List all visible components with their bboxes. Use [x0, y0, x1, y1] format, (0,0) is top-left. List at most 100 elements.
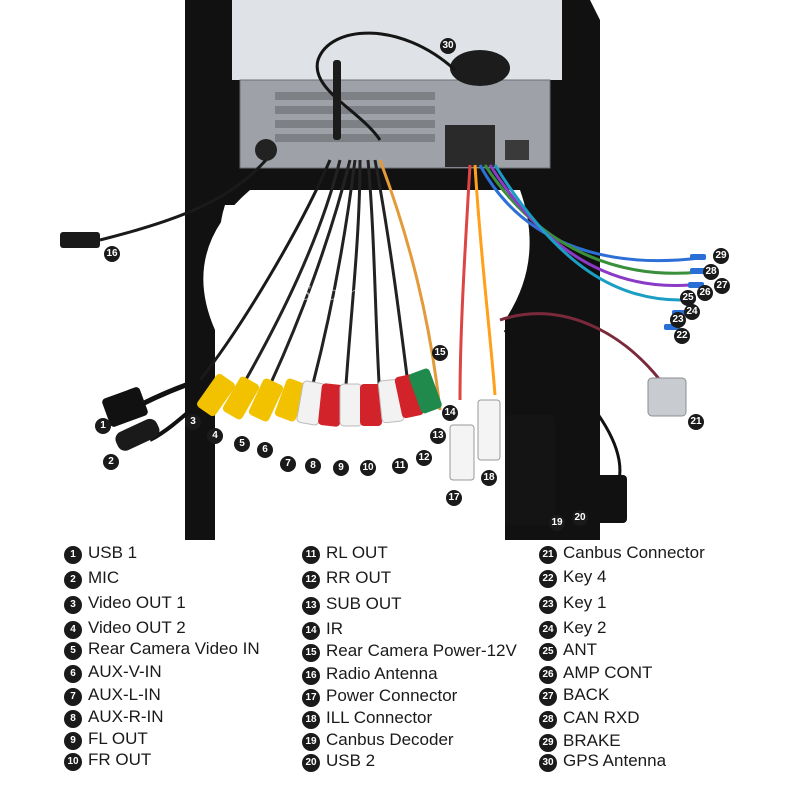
callout-4: 4 [207, 428, 223, 444]
legend-label: BRAKE [563, 731, 621, 750]
legend-label: AUX-V-IN [88, 662, 162, 681]
callout-9: 9 [333, 460, 349, 476]
legend-item-1: 1 USB 1 [64, 543, 137, 564]
legend-label: ANT [563, 640, 597, 659]
legend-number: 8 [64, 710, 82, 728]
legend-number: 4 [64, 621, 82, 639]
callout-10: 10 [360, 460, 376, 476]
legend-label: Canbus Connector [563, 543, 705, 562]
callout-15: 15 [432, 345, 448, 361]
legend-number: 18 [302, 711, 320, 729]
legend-item-17: 17 Power Connector [302, 686, 457, 707]
callout-20: 20 [572, 510, 588, 526]
callout-16: 16 [104, 246, 120, 262]
legend-label: Video OUT 1 [88, 593, 186, 612]
legend-number: 5 [64, 642, 82, 660]
legend-number: 17 [302, 689, 320, 707]
legend-label: SUB OUT [326, 594, 402, 613]
usb1-connector [102, 377, 201, 427]
callout-8: 8 [305, 458, 321, 474]
callout-2: 2 [103, 454, 119, 470]
legend-label: ILL Connector [326, 708, 433, 727]
gps-cable [315, 31, 457, 141]
legend-number: 9 [64, 732, 82, 750]
callout-22: 22 [674, 328, 690, 344]
legend-number: 14 [302, 622, 320, 640]
gps-antenna-puck [450, 50, 510, 86]
legend-label: Radio Antenna [326, 664, 438, 683]
main-plug-port [445, 125, 495, 167]
legend-item-18: 18 ILL Connector [302, 708, 432, 729]
legend-label: RL OUT [326, 543, 388, 562]
callout-13: 13 [430, 428, 446, 444]
antenna-socket [255, 139, 277, 161]
legend-label: IR [326, 619, 343, 638]
legend-label: AUX-R-IN [88, 707, 164, 726]
head-unit-top [232, 0, 562, 80]
legend-number: 3 [64, 596, 82, 614]
legend-item-3: 3 Video OUT 1 [64, 593, 186, 614]
legend-number: 10 [64, 753, 82, 771]
legend-number: 21 [539, 546, 557, 564]
legend-number: 1 [64, 546, 82, 564]
usb-port-block [505, 140, 529, 160]
callout-19: 19 [549, 515, 565, 531]
callout-5: 5 [234, 436, 250, 452]
legend-label: Canbus Decoder [326, 730, 454, 749]
legend-item-29: 29 BRAKE [539, 731, 621, 752]
vent-grid [275, 92, 435, 142]
legend-label: MIC [88, 568, 120, 587]
legend-number: 12 [302, 571, 320, 589]
usb2-connectors [565, 455, 627, 523]
legend-label: Rear Camera Power-12V [326, 641, 517, 660]
callout-3: 3 [185, 414, 201, 430]
callout-25: 25 [680, 290, 696, 306]
callout-28: 28 [703, 264, 719, 280]
legend-item-21: 21 Canbus Connector [539, 543, 705, 564]
legend-number: 24 [539, 621, 557, 639]
legend-label: Key 1 [563, 593, 607, 612]
legend-label: BACK [563, 685, 610, 704]
callout-27: 27 [714, 278, 730, 294]
callout-12: 12 [416, 450, 432, 466]
legend-number: 20 [302, 754, 320, 772]
callout-6: 6 [257, 442, 273, 458]
legend-number: 27 [539, 688, 557, 706]
callout-18: 18 [481, 470, 497, 486]
legend-number: 13 [302, 597, 320, 615]
power-connector [449, 424, 475, 481]
legend-item-2: 2 MIC [64, 568, 119, 589]
canbus-decoder [505, 415, 555, 525]
legend-label: AMP CONT [563, 663, 653, 682]
watermark: Seicane [300, 280, 369, 305]
wiring-harness-photo: Seicane [60, 0, 706, 540]
legend-number: 2 [64, 571, 82, 589]
legend-label: USB 1 [88, 543, 138, 562]
legend-number: 29 [539, 734, 557, 752]
legend-label: USB 2 [326, 751, 376, 770]
legend-number: 19 [302, 733, 320, 751]
legend-item-8: 8 AUX-R-IN [64, 707, 164, 728]
rca-plugs [197, 368, 442, 427]
wifi-antenna [333, 60, 341, 140]
legend-label: CAN RXD [563, 708, 640, 727]
legend-number: 22 [539, 570, 557, 588]
legend-number: 16 [302, 667, 320, 685]
legend-number: 23 [539, 596, 557, 614]
cable-bundle [99, 158, 701, 501]
legend-number: 25 [539, 643, 557, 661]
legend-label: Power Connector [326, 686, 458, 705]
legend-number: 6 [64, 665, 82, 683]
legend-label: GPS Antenna [563, 751, 667, 770]
